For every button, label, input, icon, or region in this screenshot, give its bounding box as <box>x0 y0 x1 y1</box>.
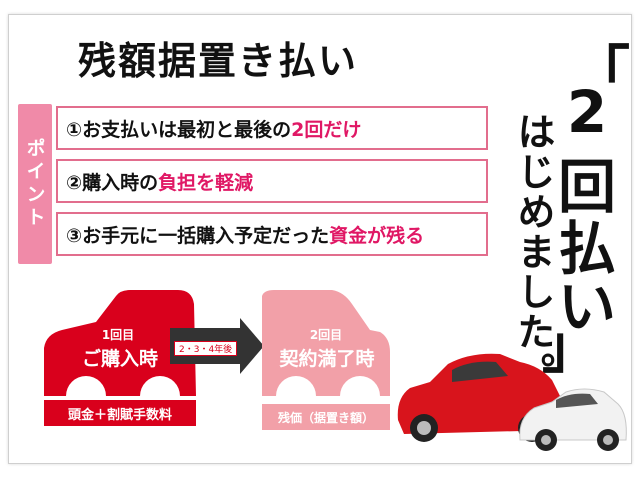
bracket-close: 」 <box>542 313 601 381</box>
page-title: 残額据置き払い <box>78 39 359 83</box>
arrow-label: 2・3・4年後 <box>174 341 238 356</box>
point-text: ①お支払いは最初と最後の <box>66 118 292 141</box>
second-caption: 残価（据置き額） <box>262 404 390 430</box>
headline-char: 払 <box>557 215 616 283</box>
first-caption: 頭金＋割賦手数料 <box>44 400 196 426</box>
point-item-3: ③お手元に一括購入予定だった資金が残る <box>56 212 488 256</box>
point-tab-label: ポイント <box>23 138 46 230</box>
point-highlight: 負担を軽減 <box>158 171 254 194</box>
second-label: 契約満了時 <box>279 348 375 370</box>
second-count: 2回目 <box>309 328 343 342</box>
point-tab: ポイント <box>18 104 52 264</box>
car-silhouette-red <box>44 290 196 396</box>
headline-char: い <box>557 273 616 341</box>
point-item-2: ②購入時の負担を軽減 <box>56 159 488 203</box>
headline-char: 2 <box>566 78 608 146</box>
point-highlight: 資金が残る <box>329 224 425 247</box>
point-highlight: 2回だけ <box>291 118 362 141</box>
first-label: ご購入時 <box>81 348 158 370</box>
first-count: 1回目 <box>101 328 135 342</box>
bracket-open: 「 <box>572 39 631 107</box>
headline-sub: はじめました。 <box>511 112 555 392</box>
point-text: ②購入時の <box>66 171 159 194</box>
cars-illustration <box>397 353 627 451</box>
point-text: ③お手元に一括購入予定だった <box>66 224 330 247</box>
car-silhouette-pink <box>262 290 390 396</box>
headline-char: 回 <box>557 153 616 221</box>
